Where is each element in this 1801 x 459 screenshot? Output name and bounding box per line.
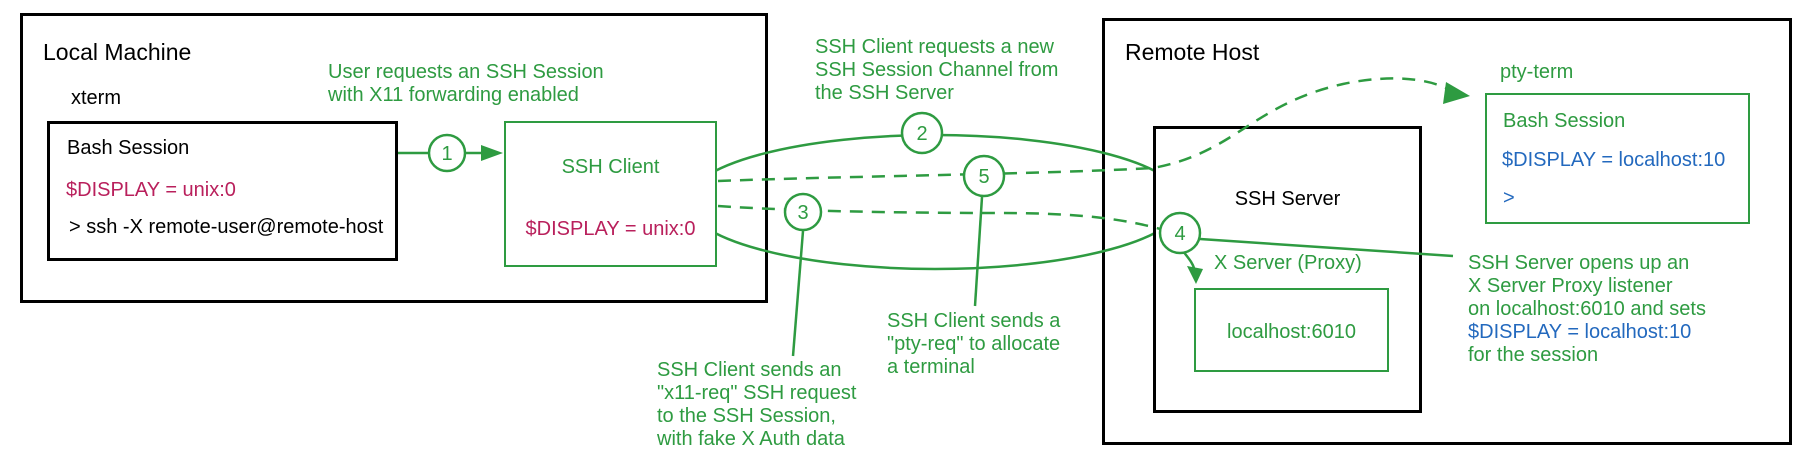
step5-annotation: SSH Client sends a "pty-req" to allocate… (887, 310, 1060, 379)
ssh-command: > ssh -X remote-user@remote-host (69, 216, 384, 238)
annotation-line: SSH Client requests a new (815, 36, 1055, 58)
annotation-line-display-variable: $DISPLAY = localhost:10 (1468, 321, 1692, 343)
x-server-proxy-address: localhost:6010 (1227, 321, 1356, 343)
step3-number: 3 (797, 202, 808, 224)
annotation-line: with fake X Auth data (657, 428, 845, 450)
bash-display-variable: $DISPLAY = unix:0 (66, 179, 236, 201)
step2-annotation: SSH Client requests a new SSH Session Ch… (815, 36, 1058, 105)
annotation-line: to the SSH Session, (657, 405, 836, 427)
step5-circle (962, 154, 1006, 198)
pty-term-box: Bash Session $DISPLAY = localhost:10 > (1485, 93, 1750, 224)
annotation-line: User requests an SSH Session (328, 61, 604, 83)
step2-circle (900, 111, 944, 155)
x-server-proxy-box: localhost:6010 (1194, 288, 1389, 372)
pty-bash-session-title: Bash Session (1503, 110, 1626, 132)
pty-display-variable: $DISPLAY = localhost:10 (1502, 149, 1726, 171)
step2-number: 2 (916, 123, 927, 145)
annotation-line: X Server Proxy listener (1468, 275, 1673, 297)
step5-number: 5 (978, 166, 989, 188)
annotation-line: with X11 forwarding enabled (328, 84, 579, 106)
remote-host-title: Remote Host (1125, 39, 1260, 65)
annotation-line: SSH Server opens up an (1468, 252, 1690, 274)
bash-session-box: Bash Session $DISPLAY = unix:0 > ssh -X … (47, 121, 398, 261)
step3-annotation: SSH Client sends an "x11-req" SSH reques… (657, 359, 856, 451)
annotation-line: for the session (1468, 344, 1599, 366)
annotation-line: "pty-req" to allocate (887, 333, 1061, 355)
x-server-proxy-label: X Server (Proxy) (1214, 252, 1362, 274)
step4-annotation: SSH Server opens up an X Server Proxy li… (1468, 252, 1706, 367)
annotation-line: a terminal (887, 356, 975, 378)
local-machine-title: Local Machine (43, 39, 192, 65)
annotation-line: on localhost:6010 and sets (1468, 298, 1706, 320)
ssh-client-title: SSH Client (561, 156, 660, 178)
ssh-server-title: SSH Server (1234, 188, 1341, 210)
step3-circle (783, 192, 823, 232)
annotation-line: "x11-req" SSH request (657, 382, 857, 404)
annotation-line: SSH Client sends an (657, 359, 842, 381)
ssh-client-box: SSH Client $DISPLAY = unix:0 (504, 121, 717, 267)
step1-annotation: User requests an SSH Session with X11 fo… (328, 61, 604, 107)
pty-term-label: pty-term (1500, 61, 1574, 83)
pty-prompt: > (1503, 187, 1515, 209)
circle3-leader-line (791, 230, 805, 357)
ssh-client-display-variable: $DISPLAY = unix:0 (525, 218, 696, 240)
bash-session-title: Bash Session (67, 137, 190, 159)
annotation-line: SSH Client sends a (887, 310, 1061, 332)
annotation-line: the SSH Server (815, 82, 954, 104)
pty-channel-dashed-path (717, 204, 1165, 232)
xterm-label: xterm (71, 87, 121, 109)
annotation-line: SSH Session Channel from (815, 59, 1059, 81)
circle5-leader-line (973, 196, 984, 307)
